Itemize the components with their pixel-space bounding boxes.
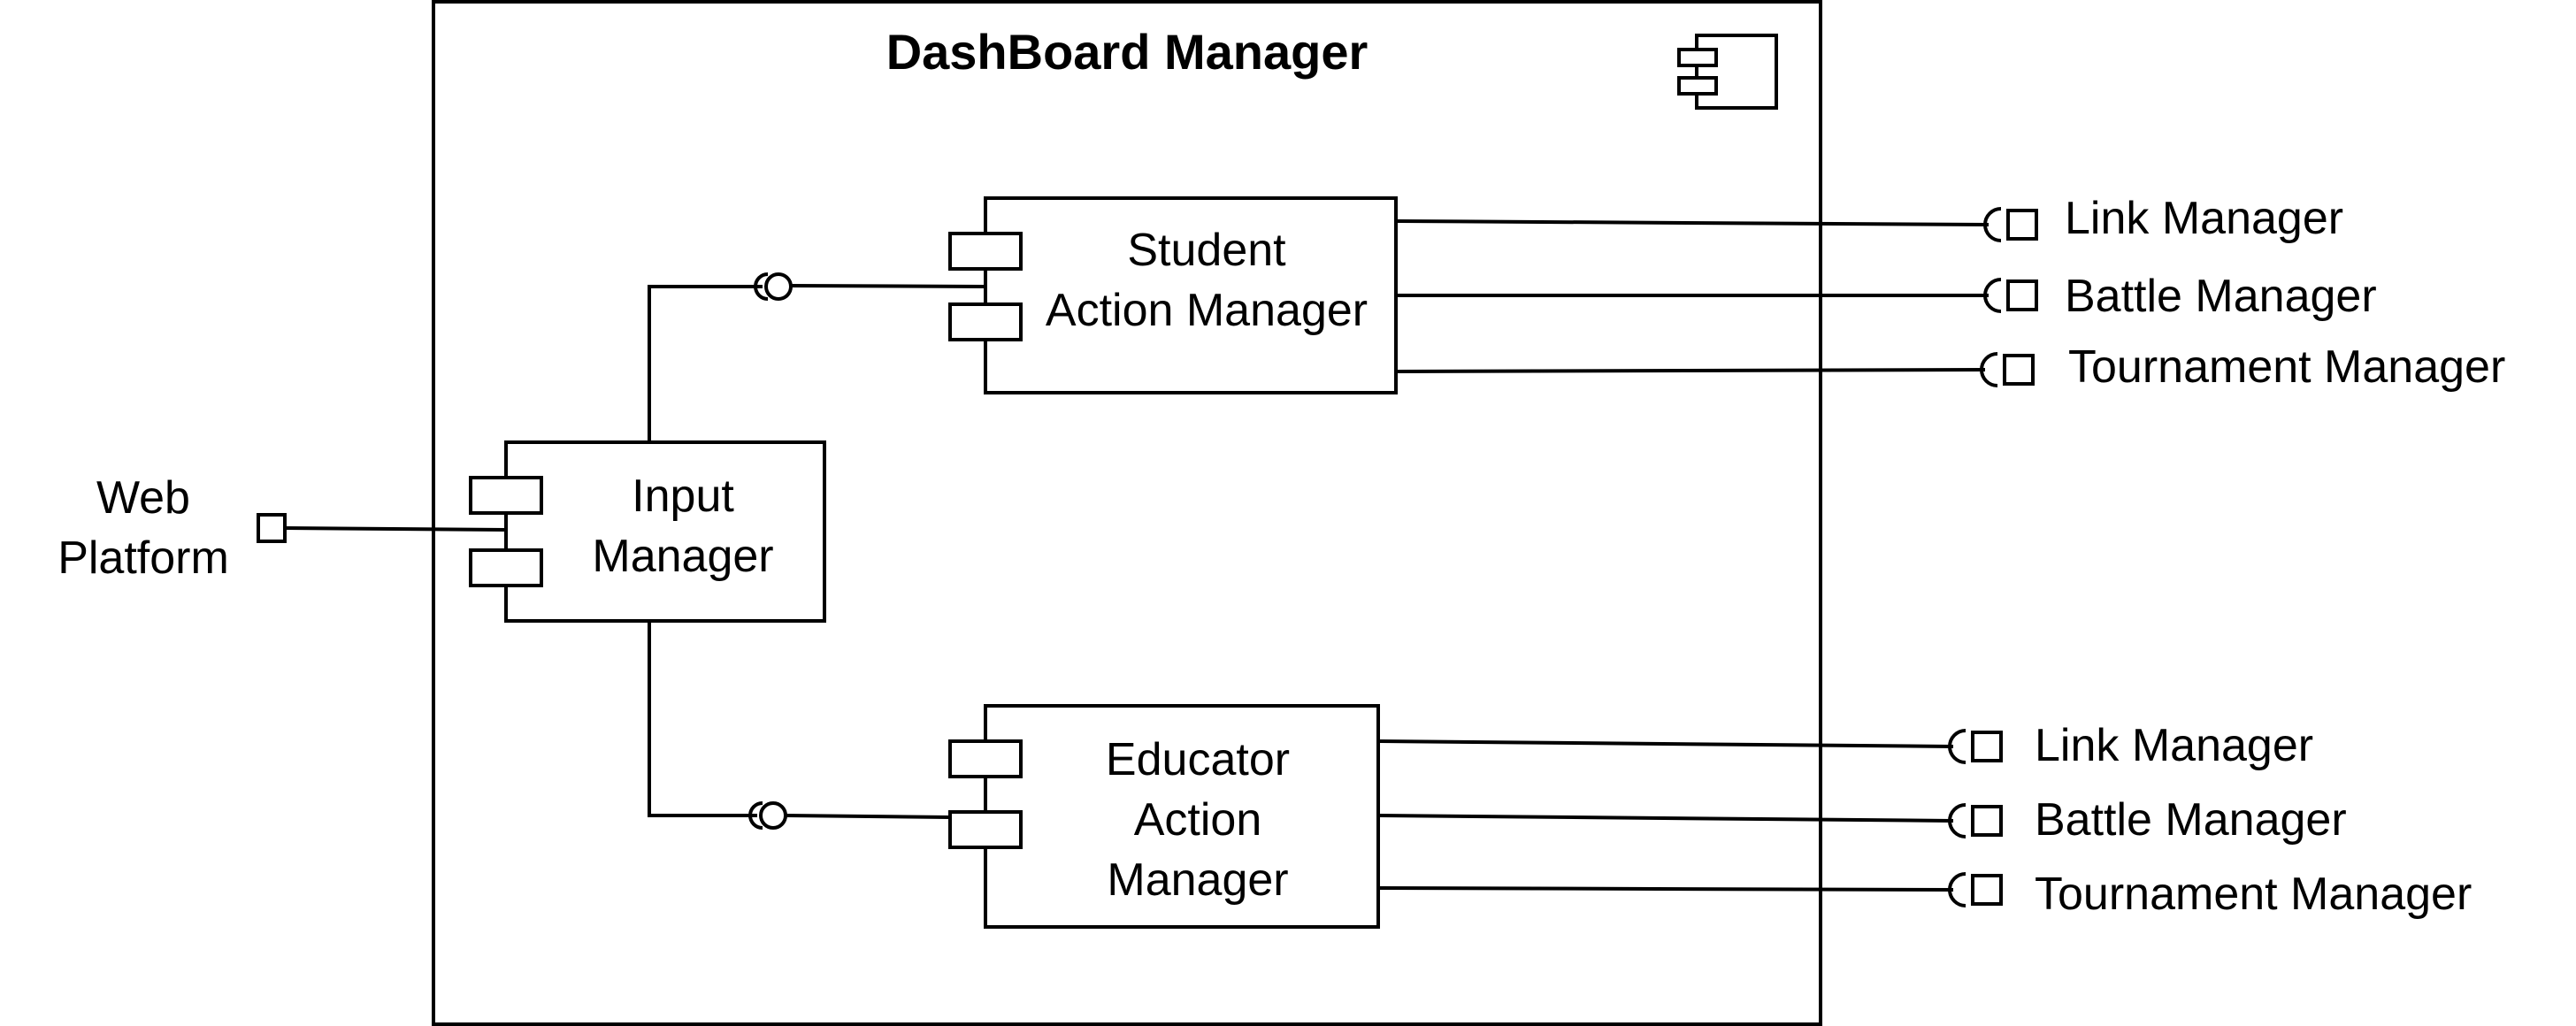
educator-tournament-manager-interface [1379, 872, 2003, 907]
educator-action-manager-label-line1: Educator [1106, 734, 1290, 785]
student-battle-manager-interface [1398, 278, 2038, 313]
input-to-student-ball [764, 272, 793, 301]
input-manager-label-line1: Input [632, 471, 734, 522]
student-action-manager-label-line2: Action Manager [1046, 285, 1368, 336]
educator-link-manager-label: Link Manager [2035, 720, 2313, 771]
input-to-educator-required-wire [648, 621, 757, 817]
dashboard-manager-title: DashBoard Manager [886, 24, 1368, 80]
input-to-student-socket [754, 272, 769, 301]
educator-action-manager-label-line2: Action [1134, 794, 1262, 846]
web-platform-connector [284, 526, 507, 532]
student-link-manager-label: Link Manager [2065, 193, 2343, 244]
input-manager-label-line2: Manager [592, 531, 773, 582]
educator-tournament-manager-label: Tournament Manager [2035, 869, 2472, 920]
educator-action-manager-component [948, 704, 1380, 929]
input-to-student-provided-wire [790, 284, 986, 288]
input-to-educator-ball [759, 801, 787, 830]
input-to-student-required-wire [648, 285, 763, 442]
web-platform-label-line1: Web [96, 472, 190, 524]
web-platform-port [257, 513, 287, 543]
student-action-manager-label-line1: Student [1127, 225, 1286, 276]
input-manager-component [469, 440, 826, 623]
student-action-manager-component [948, 196, 1398, 394]
input-to-educator-socket [748, 801, 763, 830]
input-to-educator-provided-wire [785, 814, 951, 819]
educator-action-manager-label-line3: Manager [1107, 854, 1288, 906]
educator-battle-manager-label: Battle Manager [2035, 794, 2347, 846]
educator-battle-manager-interface [1379, 803, 2003, 838]
educator-link-manager-interface [1379, 729, 2003, 764]
component-icon [1677, 34, 1778, 110]
web-platform-label-line2: Platform [58, 532, 229, 584]
student-link-manager-interface [1397, 207, 2038, 242]
student-tournament-manager-interface [1397, 352, 2035, 387]
student-battle-manager-label: Battle Manager [2065, 271, 2377, 322]
student-tournament-manager-label: Tournament Manager [2068, 341, 2505, 393]
